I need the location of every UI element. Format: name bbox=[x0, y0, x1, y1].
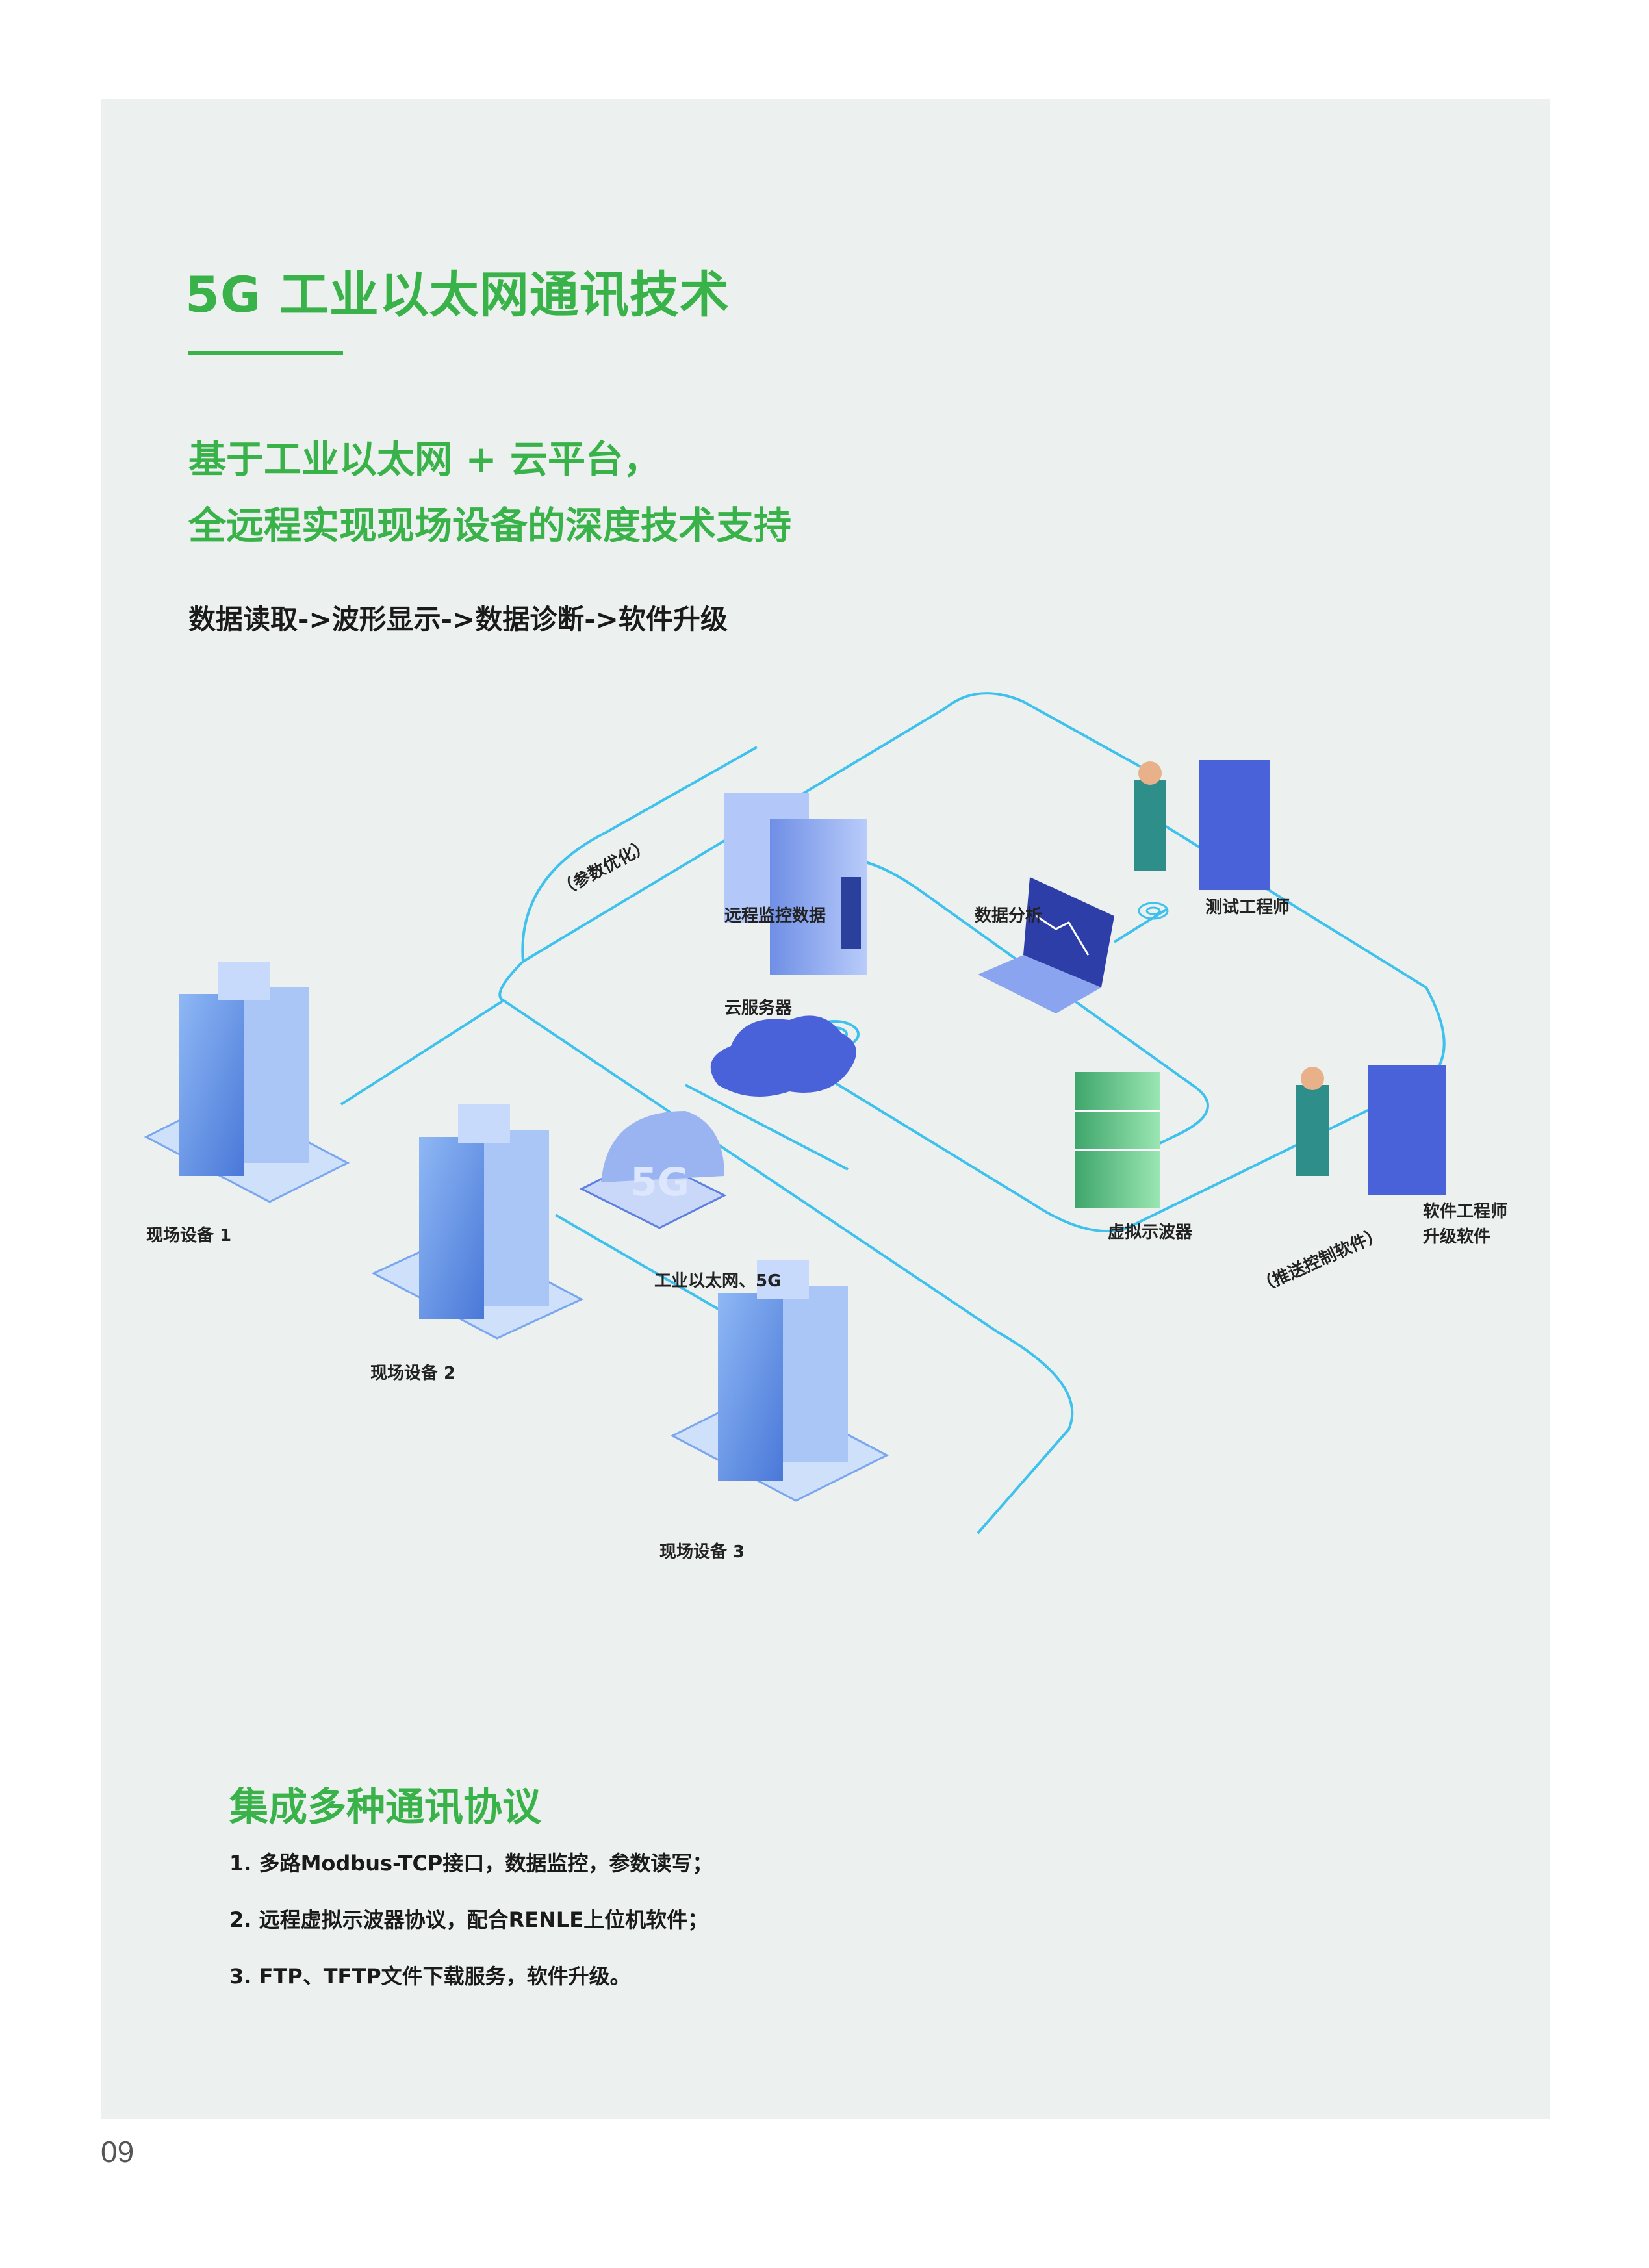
laptop-illustration bbox=[978, 877, 1114, 1013]
remote-monitor-illustration bbox=[724, 793, 867, 975]
title-underline bbox=[188, 351, 343, 355]
upgrade-software-label: 升级软件 bbox=[1423, 1227, 1490, 1247]
page-title: 5G 工业以太网通讯技术 bbox=[185, 266, 730, 324]
5g-router-illustration: 5G bbox=[579, 1111, 727, 1229]
software-engineer-illustration bbox=[1296, 1065, 1446, 1195]
field-device-3-illustration bbox=[670, 1260, 889, 1502]
5g-badge-text: 5G bbox=[630, 1160, 689, 1205]
field-device-2-illustration bbox=[371, 1104, 584, 1340]
signal-hub-test bbox=[1138, 902, 1169, 920]
protocols-title: 集成多种通讯协议 bbox=[229, 1785, 541, 1830]
remote-monitor-label: 远程监控数据 bbox=[724, 906, 826, 926]
protocol-item-2: 2. 远程虚拟示波器协议，配合RENLE上位机软件； bbox=[229, 1907, 709, 1932]
protocol-item-3: 3. FTP、TFTP文件下载服务，软件升级。 bbox=[229, 1964, 631, 1989]
test-engineer-label: 测试工程师 bbox=[1205, 898, 1290, 917]
virtual-scope-illustration bbox=[1075, 1072, 1160, 1208]
protocol-item-1: 1. 多路Modbus-TCP接口，数据监控，参数读写； bbox=[229, 1851, 713, 1876]
sw-engineer-label: 软件工程师 bbox=[1423, 1202, 1507, 1221]
network-label: 工业以太网、5G bbox=[654, 1271, 781, 1291]
field-device-1-label: 现场设备 1 bbox=[146, 1226, 231, 1245]
field-device-2-label: 现场设备 2 bbox=[370, 1364, 455, 1383]
push-control-label: （推送控制软件） bbox=[1255, 1224, 1386, 1297]
cloud-server-illustration bbox=[710, 1015, 856, 1097]
test-engineer-illustration bbox=[1134, 760, 1270, 890]
page-number: 09 bbox=[101, 2135, 134, 2169]
cloud-server-label: 云服务器 bbox=[724, 999, 793, 1018]
data-analysis-label: 数据分析 bbox=[975, 906, 1042, 926]
process-flow: 数据读取->波形显示->数据诊断->软件升级 bbox=[188, 604, 728, 635]
subtitle-line-1: 基于工业以太网 + 云平台， bbox=[188, 437, 661, 481]
subtitle-line-2: 全远程实现现场设备的深度技术支持 bbox=[188, 503, 792, 548]
network-diagram: 5G （参数优化） 云服务器 远程监控数据 数据分析 测试工程师 虚拟示波器 bbox=[144, 692, 1507, 1562]
field-device-1-illustration bbox=[144, 962, 350, 1203]
virtual-scope-label: 虚拟示波器 bbox=[1108, 1223, 1193, 1242]
field-device-3-label: 现场设备 3 bbox=[659, 1542, 745, 1562]
